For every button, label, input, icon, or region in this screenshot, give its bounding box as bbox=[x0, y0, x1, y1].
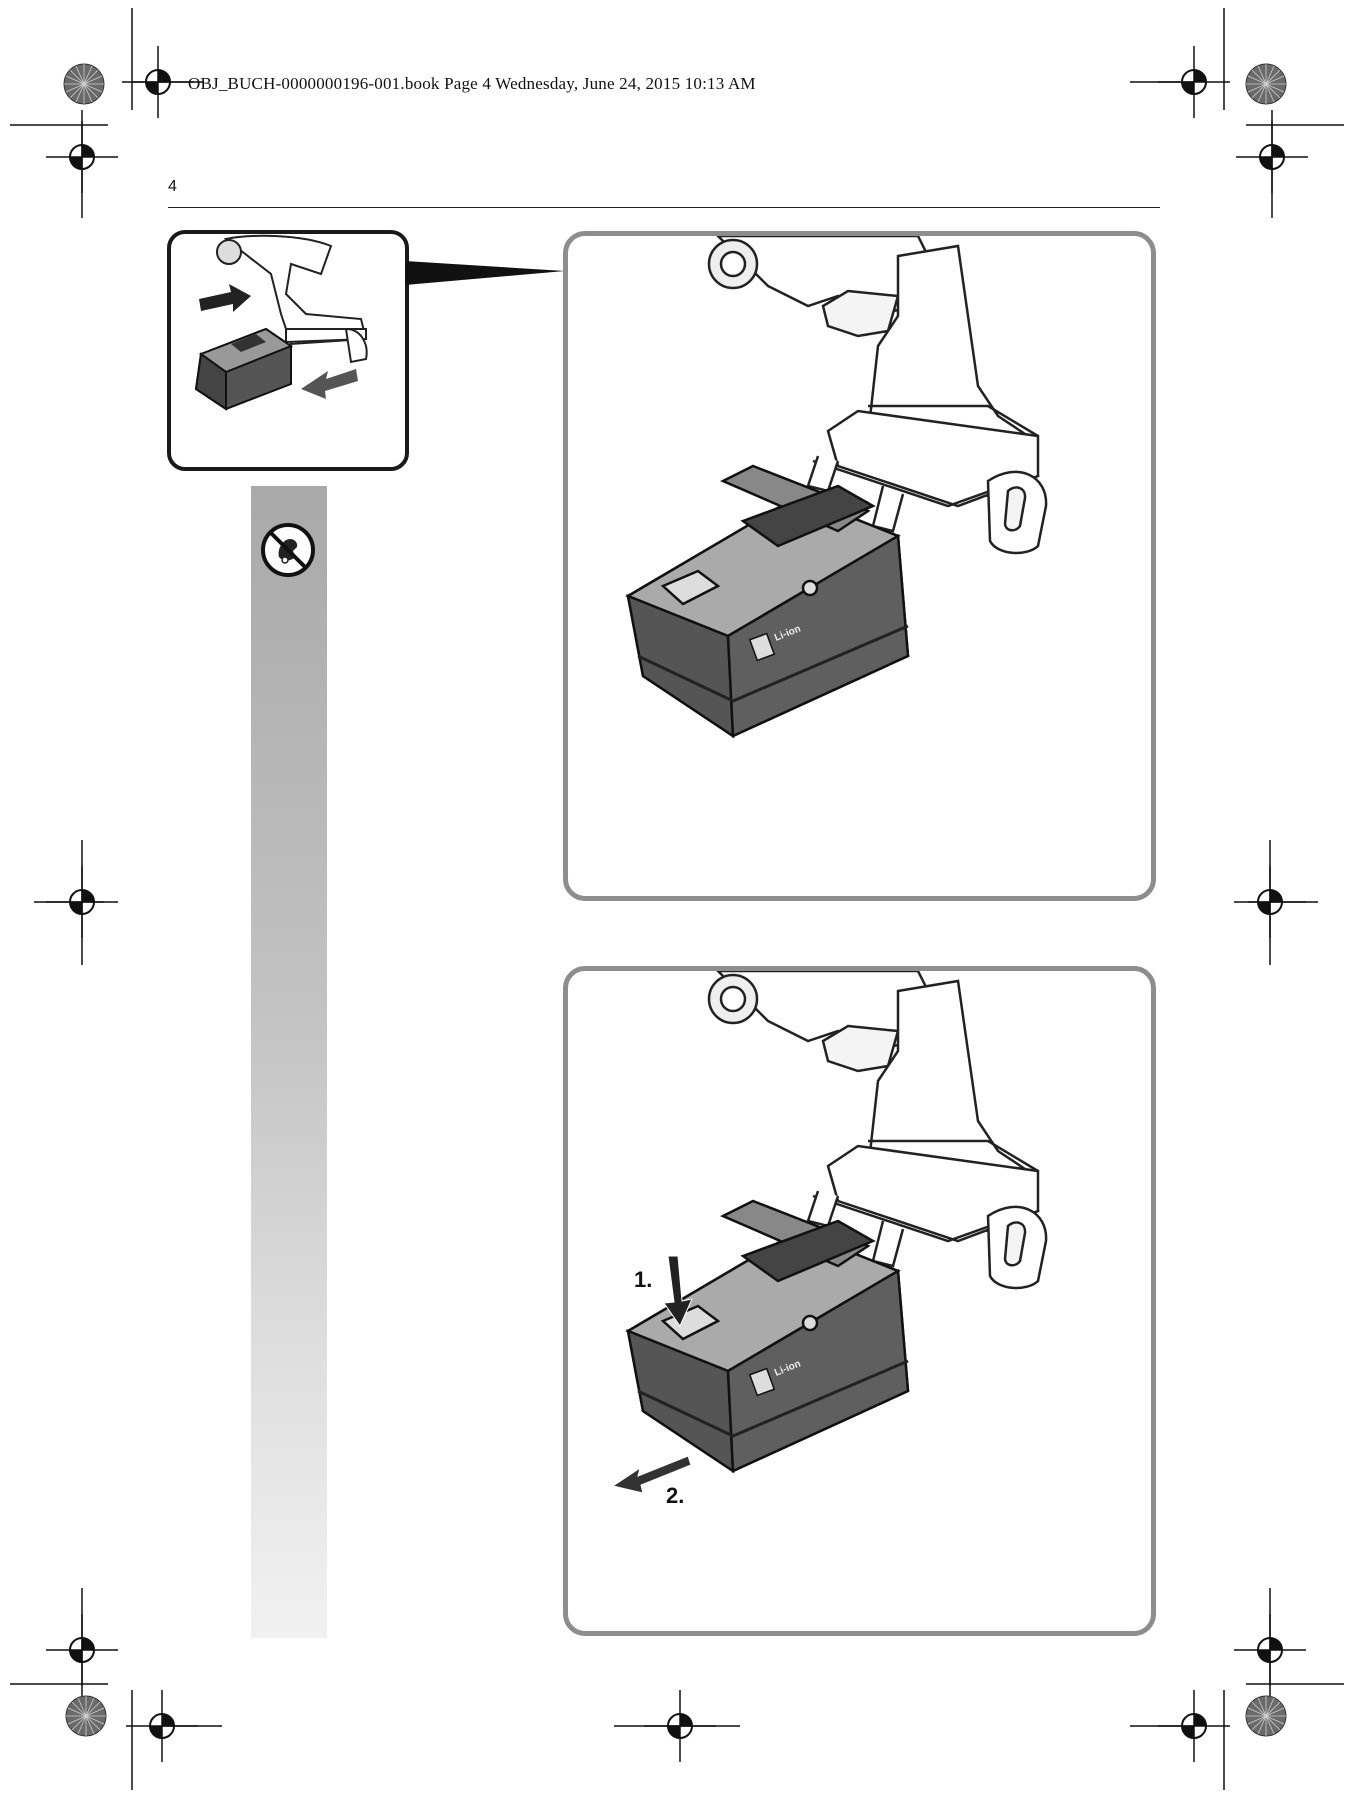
inset-drawing bbox=[194, 234, 368, 411]
pull-arrow bbox=[611, 1455, 692, 1494]
tool-drawing bbox=[707, 236, 1048, 555]
tool-drawing bbox=[707, 971, 1048, 1290]
no-touch-icon bbox=[261, 523, 315, 577]
figure-insert-battery: Li-ion bbox=[563, 231, 1156, 901]
insert-drawing: Li-ion bbox=[625, 236, 1048, 739]
step-2-label: 2. bbox=[666, 1483, 685, 1508]
callout-pointer bbox=[405, 261, 565, 285]
step-1-label: 1. bbox=[634, 1267, 653, 1292]
remove-drawing: Li-ion bbox=[611, 971, 1048, 1494]
press-arrow bbox=[663, 1255, 693, 1328]
battery-drawing bbox=[625, 464, 910, 739]
figure-remove-battery: Li-ion 1. 2. bbox=[563, 966, 1156, 1636]
print-slug: OBJ_BUCH-0000000196-001.book Page 4 Wedn… bbox=[188, 74, 756, 93]
battery-drawing bbox=[625, 1199, 910, 1474]
page-number: 4 bbox=[168, 178, 177, 195]
header-rule bbox=[168, 207, 1160, 208]
sidebar-strip bbox=[251, 486, 327, 1638]
inset-thumbnail bbox=[167, 230, 409, 471]
